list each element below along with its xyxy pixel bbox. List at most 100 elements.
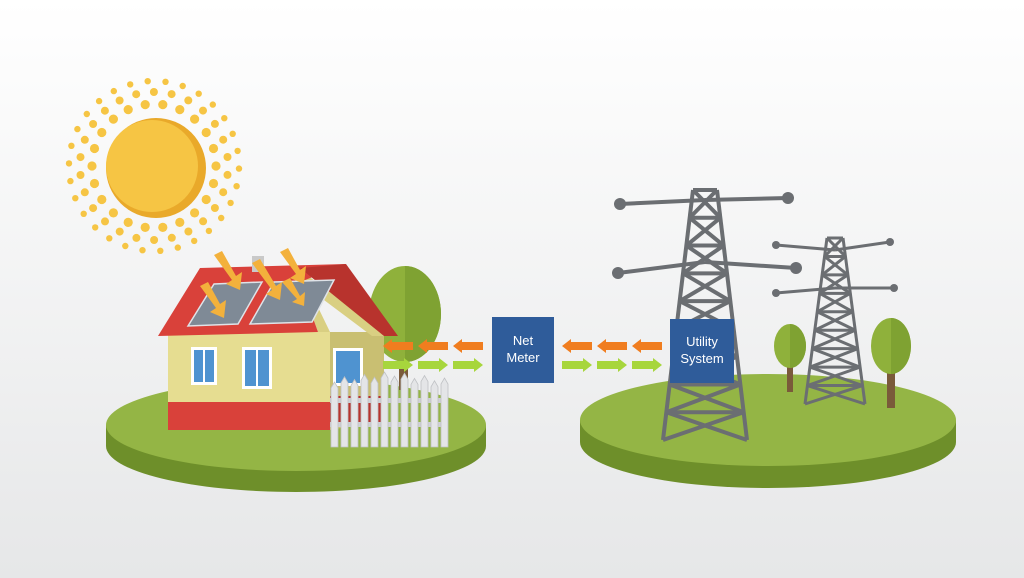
sun-ray-dot bbox=[199, 106, 207, 115]
tree-icon bbox=[369, 266, 441, 390]
sun-ray-dot bbox=[123, 105, 133, 115]
sun-ray-dot bbox=[127, 81, 134, 88]
sun-icon bbox=[65, 78, 243, 254]
utility-system-label-line2: System bbox=[680, 351, 723, 366]
sun-ray-dot bbox=[74, 125, 81, 133]
tree-icon bbox=[871, 318, 911, 408]
sun-ray-dot bbox=[167, 233, 176, 242]
tree-icon bbox=[774, 324, 806, 392]
sun-ray-dot bbox=[110, 87, 118, 95]
house-icon bbox=[158, 256, 398, 430]
sun-ray-dot bbox=[208, 143, 219, 154]
sun-ray-dot bbox=[201, 127, 211, 138]
sun-ray-dot bbox=[209, 101, 216, 108]
utility-system-label-line1: Utility bbox=[686, 334, 718, 349]
fence-picket bbox=[330, 381, 339, 448]
sun-ray-dot bbox=[210, 119, 219, 128]
insulator-icon bbox=[890, 284, 898, 292]
sun-ray-dot bbox=[115, 227, 124, 236]
sun-ray-dot bbox=[92, 224, 99, 231]
insulator-icon bbox=[612, 267, 624, 279]
sun-ray-dot bbox=[76, 153, 85, 162]
sun-ray-dot bbox=[201, 194, 211, 205]
sun-ray-dot bbox=[223, 170, 232, 179]
sun-ray-dot bbox=[190, 114, 200, 124]
net-meter-label-line1: Net bbox=[513, 333, 534, 348]
sun-ray-dot bbox=[208, 178, 219, 189]
sun-ray-dot bbox=[190, 208, 200, 218]
sun-ray-dot bbox=[210, 204, 219, 212]
sun-ray-dot bbox=[89, 143, 100, 154]
sun-ray-dot bbox=[80, 210, 87, 217]
sun-ray-dot bbox=[175, 217, 185, 227]
fence-icon bbox=[330, 371, 449, 448]
sun-ray-dot bbox=[140, 222, 150, 232]
sun-ray-dot bbox=[108, 114, 118, 124]
sun-ray-dot bbox=[87, 161, 97, 171]
sun-ray-dot bbox=[219, 135, 228, 144]
transmission-tower-icon bbox=[772, 236, 898, 406]
sun-ray-dot bbox=[233, 183, 240, 190]
sun-ray-dot bbox=[89, 120, 98, 128]
sun-ray-dot bbox=[132, 90, 141, 99]
sun-ray-dot bbox=[72, 195, 79, 202]
sun-ray-dot bbox=[157, 247, 164, 254]
sun-ray-dot bbox=[234, 147, 241, 155]
insulator-icon bbox=[782, 192, 794, 204]
sun-ray-dot bbox=[158, 100, 168, 110]
sun-ray-dot bbox=[223, 153, 232, 161]
sun-ray-dot bbox=[199, 217, 208, 226]
sun-ray-dot bbox=[122, 242, 129, 250]
fence-picket bbox=[380, 371, 389, 448]
sun-ray-dot bbox=[68, 142, 75, 149]
sun-ray-dot bbox=[218, 214, 225, 222]
sun-ray-dot bbox=[67, 177, 74, 185]
sun-ray-dot bbox=[83, 110, 91, 118]
sun-ray-dot bbox=[235, 165, 243, 172]
insulator-icon bbox=[614, 198, 626, 210]
sun-ray-dot bbox=[211, 161, 221, 171]
import-arrow-icon bbox=[383, 358, 413, 372]
fence-picket bbox=[440, 377, 449, 448]
sun-ray-dot bbox=[167, 90, 176, 99]
sun-ray-dot bbox=[80, 188, 89, 197]
fence-picket bbox=[360, 373, 369, 448]
fence-picket bbox=[370, 376, 379, 448]
utility-ground-disc bbox=[580, 374, 956, 488]
sun-ray-dot bbox=[227, 199, 234, 207]
export-arrow-icon bbox=[562, 339, 592, 353]
fence-picket bbox=[420, 374, 429, 448]
sun-ray-dot bbox=[144, 78, 151, 85]
sun-ray-dot bbox=[184, 96, 193, 105]
sun-ray-dot bbox=[162, 78, 169, 86]
sun-ray-dot bbox=[65, 160, 73, 167]
fence-picket bbox=[430, 380, 439, 448]
sun-ray-dot bbox=[158, 222, 168, 232]
energy-flow-arrows bbox=[383, 339, 662, 372]
sun-ray-dot bbox=[115, 96, 124, 105]
export-arrow-icon bbox=[453, 339, 483, 353]
sun-ray-dot bbox=[229, 130, 236, 137]
sun-ray-dot bbox=[205, 227, 213, 235]
export-arrow-icon bbox=[632, 339, 662, 353]
insulator-icon bbox=[772, 241, 780, 249]
sun-ray-dot bbox=[76, 171, 85, 179]
fence-picket bbox=[410, 377, 419, 448]
sun-ray-dot bbox=[139, 247, 146, 254]
sun-ray-dot bbox=[132, 233, 141, 242]
sun-ray-dot bbox=[95, 97, 103, 105]
import-arrow-icon bbox=[632, 358, 662, 372]
fence-picket bbox=[400, 372, 409, 448]
import-arrow-icon bbox=[418, 358, 448, 372]
net-meter-box: Net Meter bbox=[492, 317, 554, 383]
insulator-icon bbox=[772, 289, 780, 297]
insulator-icon bbox=[790, 262, 802, 274]
export-arrow-icon bbox=[383, 339, 413, 353]
sun-ray-dot bbox=[191, 237, 198, 245]
sun-ray-dot bbox=[195, 90, 202, 97]
fence-picket bbox=[350, 378, 359, 448]
sun-ray-dot bbox=[89, 204, 98, 213]
net-meter-label-line2: Meter bbox=[506, 350, 540, 365]
import-arrow-icon bbox=[453, 358, 483, 372]
